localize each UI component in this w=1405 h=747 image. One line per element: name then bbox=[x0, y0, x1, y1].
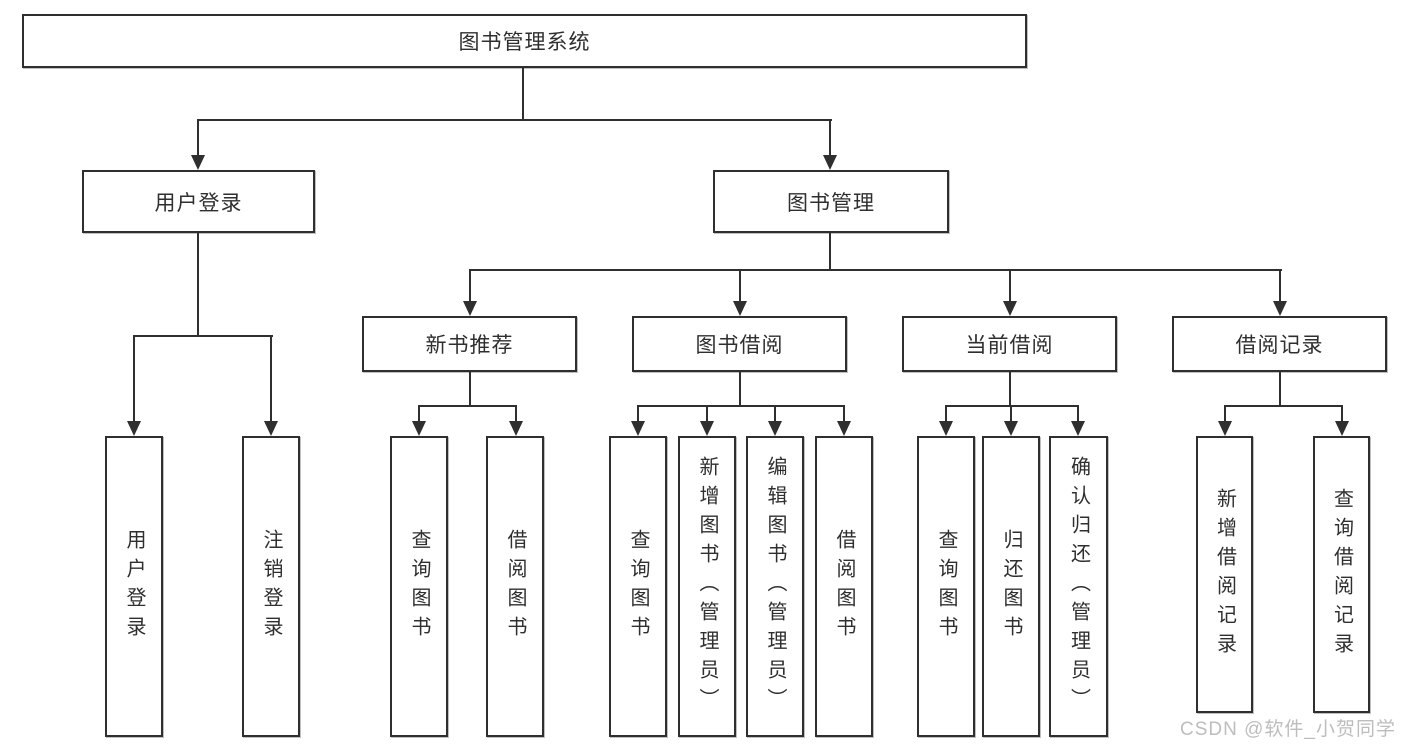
connector-to-level3 bbox=[1009, 269, 1011, 302]
leaf-add-books-admin: 新增图书（管理员） bbox=[678, 436, 736, 737]
leaf-confirm-return-admin: 确认归还（管理员） bbox=[1049, 436, 1108, 737]
leaf-add-borrow-record: 新增借阅记录 bbox=[1196, 436, 1253, 713]
leaf-edit-books-admin-label: 编辑图书（管理员） bbox=[764, 456, 786, 717]
arrow-down-icon bbox=[837, 421, 851, 436]
node-book-borrowing-label: 图书借阅 bbox=[695, 334, 784, 357]
leaf-add-books-admin-label: 新增图书（管理员） bbox=[696, 456, 718, 717]
connector-to-leaf bbox=[774, 405, 776, 422]
connector-to-leaf bbox=[706, 405, 708, 422]
leaf-query-books-2-label: 查询图书 bbox=[627, 528, 649, 645]
connector-book-borrowing-split bbox=[637, 405, 845, 407]
connector-to-user-login bbox=[197, 119, 199, 156]
arrow-down-icon bbox=[939, 421, 953, 436]
connector-to-leaf bbox=[515, 405, 517, 422]
connector-book-borrowing-stem bbox=[739, 371, 741, 407]
node-root-label: 图书管理系统 bbox=[458, 31, 591, 54]
leaf-add-borrow-record-label: 新增借阅记录 bbox=[1213, 487, 1236, 662]
leaf-user-login: 用户登录 bbox=[105, 436, 163, 737]
leaf-edit-books-admin: 编辑图书（管理员） bbox=[746, 436, 804, 737]
leaf-user-login-label: 用户登录 bbox=[123, 528, 145, 645]
connector-new-book-split bbox=[418, 405, 517, 407]
connector-root-stem bbox=[522, 67, 524, 120]
leaf-borrow-books-1-label: 借阅图书 bbox=[504, 528, 526, 645]
connector-to-leaf bbox=[1341, 405, 1343, 422]
arrow-down-icon bbox=[768, 421, 782, 436]
connector-to-leaf bbox=[1010, 405, 1012, 422]
leaf-logout-label: 注销登录 bbox=[260, 528, 282, 645]
node-user-login: 用户登录 bbox=[82, 170, 315, 233]
node-user-login-label: 用户登录 bbox=[154, 191, 243, 215]
node-book-management: 图书管理 bbox=[713, 170, 949, 233]
node-root: 图书管理系统 bbox=[22, 14, 1027, 68]
arrow-down-icon bbox=[1003, 301, 1017, 316]
connector-to-level3 bbox=[469, 269, 471, 302]
leaf-return-books: 归还图书 bbox=[982, 436, 1040, 737]
connector-user-login-stem bbox=[197, 232, 199, 337]
connector-to-leaf bbox=[133, 335, 135, 422]
connector-book-management-stem bbox=[829, 232, 831, 271]
node-borrowing-records-label: 借阅记录 bbox=[1235, 334, 1324, 357]
connector-to-leaf bbox=[270, 335, 272, 422]
connector-borrow-records-stem bbox=[1279, 371, 1281, 407]
connector-to-book-management bbox=[829, 119, 831, 156]
connector-to-leaf bbox=[1077, 405, 1079, 422]
connector-current-borrowing-split bbox=[945, 405, 1079, 407]
leaf-query-books-3-label: 查询图书 bbox=[935, 528, 957, 645]
arrow-down-icon bbox=[509, 421, 523, 436]
connector-to-leaf bbox=[418, 405, 420, 422]
node-current-borrowing-label: 当前借阅 bbox=[965, 334, 1054, 357]
connector-to-leaf bbox=[1224, 405, 1226, 422]
leaf-query-books-2: 查询图书 bbox=[609, 436, 667, 737]
arrow-down-icon bbox=[1335, 421, 1349, 436]
arrow-down-icon bbox=[127, 421, 141, 436]
leaf-query-borrow-record: 查询借阅记录 bbox=[1313, 436, 1370, 713]
leaf-query-borrow-record-label: 查询借阅记录 bbox=[1330, 487, 1353, 662]
arrow-down-icon bbox=[264, 421, 278, 436]
connector-new-book-stem bbox=[469, 371, 471, 407]
leaf-logout: 注销登录 bbox=[242, 436, 300, 737]
leaf-query-books-3: 查询图书 bbox=[917, 436, 975, 737]
leaf-query-books-1: 查询图书 bbox=[390, 436, 448, 737]
leaf-borrow-books-2: 借阅图书 bbox=[815, 436, 873, 737]
node-borrowing-records: 借阅记录 bbox=[1172, 316, 1387, 372]
node-book-management-label: 图书管理 bbox=[787, 191, 875, 215]
connector-user-login-split bbox=[133, 335, 273, 337]
arrow-down-icon bbox=[631, 421, 645, 436]
leaf-return-books-label: 归还图书 bbox=[1000, 528, 1022, 645]
connector-to-leaf bbox=[637, 405, 639, 422]
leaf-query-books-1-label: 查询图书 bbox=[408, 528, 430, 645]
node-new-book-recommend: 新书推荐 bbox=[362, 316, 577, 372]
connector-book-management-split bbox=[469, 269, 1282, 271]
connector-borrow-records-split bbox=[1224, 405, 1343, 407]
arrow-down-icon bbox=[823, 155, 837, 170]
arrow-down-icon bbox=[1071, 421, 1085, 436]
node-new-book-recommend-label: 新书推荐 bbox=[425, 334, 514, 357]
connector-root-split bbox=[197, 119, 832, 121]
leaf-borrow-books-2-label: 借阅图书 bbox=[833, 528, 855, 645]
arrow-down-icon bbox=[463, 301, 477, 316]
connector-to-leaf bbox=[945, 405, 947, 422]
arrow-down-icon bbox=[1218, 421, 1232, 436]
leaf-borrow-books-1: 借阅图书 bbox=[486, 436, 544, 737]
leaf-confirm-return-admin-label: 确认归还（管理员） bbox=[1067, 456, 1090, 717]
arrow-down-icon bbox=[700, 421, 714, 436]
arrow-down-icon bbox=[191, 155, 205, 170]
csdn-watermark: CSDN @软件_小贺同学 bbox=[1180, 719, 1396, 740]
node-book-borrowing: 图书借阅 bbox=[632, 316, 847, 372]
connector-to-level3 bbox=[1279, 269, 1281, 302]
arrow-down-icon bbox=[1004, 421, 1018, 436]
node-current-borrowing: 当前借阅 bbox=[902, 316, 1117, 372]
connector-to-level3 bbox=[739, 269, 741, 302]
arrow-down-icon bbox=[1273, 301, 1287, 316]
connector-current-borrowing-stem bbox=[1009, 371, 1011, 407]
arrow-down-icon bbox=[733, 301, 747, 316]
connector-to-leaf bbox=[843, 405, 845, 422]
arrow-down-icon bbox=[412, 421, 426, 436]
